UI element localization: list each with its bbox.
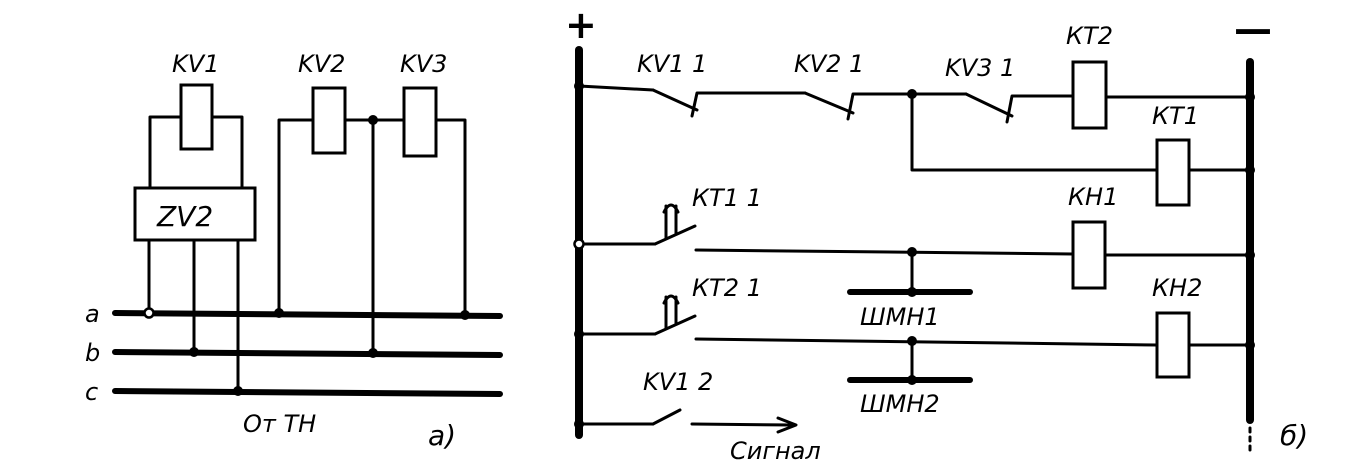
junction-node (907, 89, 917, 99)
time-delay-symbol (662, 294, 680, 330)
coil-kt2 (1071, 60, 1108, 130)
junction-node (907, 287, 917, 297)
contact-kv1-2 (651, 408, 682, 426)
junction-node (907, 247, 917, 257)
label-kv3-1: KV3 1 (945, 54, 1015, 82)
label-kh1: КН1 (1068, 183, 1118, 211)
phase-b-bus (112, 349, 503, 358)
junction-node (143, 307, 155, 319)
relay-kv3-coil (402, 86, 438, 158)
junction-node (233, 386, 243, 396)
label-kv1-1: KV1 1 (637, 50, 707, 78)
label-kv1: KV1 (172, 50, 219, 78)
junction-node (574, 419, 584, 429)
label-shmn2: ШМН2 (860, 390, 940, 418)
contact-kv3-1 (964, 92, 1014, 118)
junction-node (573, 238, 585, 250)
kv2-kv3-circuit (274, 86, 470, 358)
coil-kt1 (1155, 138, 1191, 207)
coil-kh2 (1155, 311, 1191, 379)
label-kt1-1: КТ1 1 (692, 184, 762, 212)
label-kv1-2: KV1 2 (643, 368, 713, 396)
row-signal-circuit (574, 408, 798, 434)
junction-node (1245, 340, 1255, 350)
kv1-zv2-circuit (133, 83, 257, 396)
junction-node (189, 347, 199, 357)
junction-node (907, 336, 917, 346)
junction-node (1245, 92, 1255, 102)
contact-kv2-1 (803, 91, 855, 115)
label-shmn1: ШМН1 (860, 303, 940, 331)
label-plus: + (565, 3, 597, 47)
label-phase-b: b (85, 339, 100, 367)
phase-a-bus (112, 310, 503, 319)
junction-node (460, 310, 470, 320)
junction-node (1245, 165, 1255, 175)
relay-kv2-coil (311, 86, 347, 155)
label-phase-c: c (85, 378, 98, 406)
label-signal: Сигнал (730, 437, 821, 465)
label-panel-b: б) (1280, 419, 1308, 452)
junction-node (574, 329, 584, 339)
row-1-circuit (574, 60, 1255, 207)
filter-zv2-box (133, 186, 257, 242)
phase-buses (112, 310, 503, 397)
time-delay-symbol (662, 203, 680, 240)
label-panel-a: а) (428, 419, 456, 452)
label-kv2: KV2 (298, 50, 345, 78)
label-phase-a: a (85, 300, 100, 328)
label-source: От ТН (243, 410, 316, 438)
row-kt1-circuit (573, 203, 1255, 297)
phase-c-bus (112, 388, 503, 397)
label-kt2-1: КТ2 1 (692, 274, 762, 302)
label-minus: — (1234, 7, 1272, 51)
row-kt2-circuit (574, 294, 1255, 385)
label-kt1: КТ1 (1152, 102, 1199, 130)
junction-node (368, 348, 378, 358)
junction-node (1245, 250, 1255, 260)
junction-node (368, 115, 378, 125)
junction-node (574, 81, 584, 91)
label-zv2: ZV2 (156, 200, 213, 233)
junction-node (274, 308, 284, 318)
label-kt2: КТ2 (1066, 22, 1113, 50)
signal-arrow (690, 422, 794, 427)
label-kv2-1: KV2 1 (794, 50, 864, 78)
relay-kv1-coil (179, 83, 214, 151)
label-kv3: KV3 (400, 50, 447, 78)
contact-kv1-1 (651, 88, 699, 112)
junction-node (907, 375, 917, 385)
label-kh2: КН2 (1152, 274, 1202, 302)
coil-kh1 (1071, 220, 1107, 290)
